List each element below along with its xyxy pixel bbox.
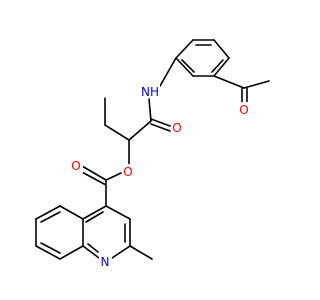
bond <box>85 211 104 223</box>
ester-oxygen-label: O <box>123 165 132 179</box>
bond <box>82 245 100 259</box>
bond <box>35 205 61 220</box>
bond <box>59 205 84 220</box>
nh-label: NH <box>141 85 159 99</box>
ester-carbonyl-oxygen-label: O <box>71 159 80 173</box>
bond <box>40 242 61 254</box>
bond <box>35 245 61 260</box>
bond <box>105 172 122 181</box>
quinoline-nitrogen-label: N <box>101 255 110 269</box>
bond <box>181 59 195 73</box>
bond <box>111 245 131 259</box>
atom-label-layer: NH O O O O N <box>70 84 250 269</box>
amide-oxygen-label: O <box>172 121 181 135</box>
bond <box>81 165 107 181</box>
bond <box>213 75 245 89</box>
bond <box>150 118 171 127</box>
bond <box>148 98 152 122</box>
bond <box>243 80 270 89</box>
bond <box>105 205 131 220</box>
bond <box>104 124 130 141</box>
bond <box>175 57 194 77</box>
ketone-oxygen-label: O <box>239 103 248 117</box>
bond <box>150 123 171 132</box>
bond <box>82 205 107 220</box>
bond <box>87 243 99 253</box>
molecule-structure-diagram: NH O O O O N <box>35 39 270 269</box>
bond <box>159 57 177 87</box>
bond-layer <box>35 39 270 260</box>
bond <box>40 211 61 223</box>
bond <box>213 57 230 77</box>
bond <box>213 39 230 59</box>
bond <box>79 170 107 186</box>
bond <box>129 245 153 260</box>
bond <box>59 245 84 260</box>
bond <box>211 59 224 73</box>
bond <box>128 120 152 141</box>
bond <box>175 39 194 59</box>
